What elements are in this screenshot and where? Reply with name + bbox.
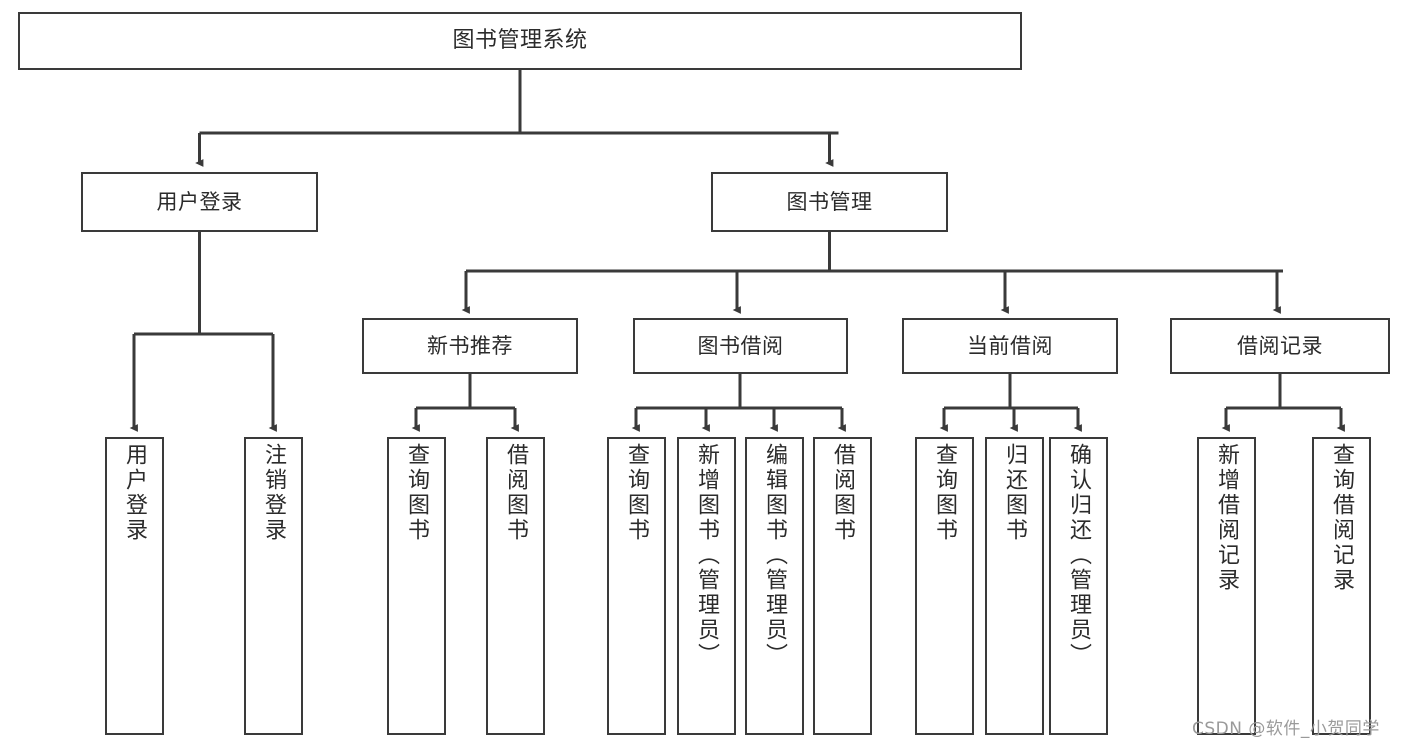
node-leaf-add-record-label: 新增借阅记录: [1214, 443, 1240, 593]
node-leaf-query-book-3[interactable]: 查询图书: [915, 437, 974, 735]
node-leaf-borrow-book-1-label: 借阅图书: [503, 443, 529, 543]
node-leaf-borrow-book-2[interactable]: 借阅图书: [813, 437, 872, 735]
node-leaf-edit-book[interactable]: 编辑图书（管理员）: [745, 437, 804, 735]
node-new-book-rec-label: 新书推荐: [427, 333, 513, 358]
node-root-system[interactable]: 图书管理系统: [18, 12, 1022, 70]
node-leaf-user-login[interactable]: 用户登录: [105, 437, 164, 735]
node-book-borrow-label: 图书借阅: [697, 333, 784, 358]
node-root-system-label: 图书管理系统: [452, 28, 588, 54]
node-leaf-user-login-label: 用户登录: [122, 443, 148, 543]
node-leaf-borrow-book-2-label: 借阅图书: [830, 443, 856, 543]
node-book-manage-label: 图书管理: [786, 189, 873, 214]
node-leaf-query-book-2[interactable]: 查询图书: [607, 437, 666, 735]
node-leaf-query-record[interactable]: 查询借阅记录: [1312, 437, 1371, 735]
node-leaf-add-book[interactable]: 新增图书（管理员）: [677, 437, 736, 735]
node-leaf-confirm-return-label: 确认归还（管理员）: [1066, 443, 1092, 668]
node-book-borrow[interactable]: 图书借阅: [633, 318, 848, 374]
node-borrow-record[interactable]: 借阅记录: [1170, 318, 1390, 374]
node-user-login-label: 用户登录: [156, 189, 243, 214]
node-leaf-query-book-1[interactable]: 查询图书: [387, 437, 446, 735]
node-leaf-confirm-return[interactable]: 确认归还（管理员）: [1049, 437, 1108, 735]
csdn-watermark: CSDN @软件_小贺同学: [1192, 719, 1380, 739]
node-leaf-add-book-label: 新增图书（管理员）: [694, 443, 720, 668]
node-new-book-rec[interactable]: 新书推荐: [362, 318, 578, 374]
node-leaf-edit-book-label: 编辑图书（管理员）: [762, 443, 788, 668]
node-leaf-return-book-label: 归还图书: [1002, 443, 1028, 543]
node-leaf-user-logout-label: 注销登录: [261, 443, 287, 543]
node-leaf-borrow-book-1[interactable]: 借阅图书: [486, 437, 545, 735]
node-current-borrow-label: 当前借阅: [967, 333, 1053, 358]
node-leaf-query-book-2-label: 查询图书: [624, 443, 650, 543]
node-user-login[interactable]: 用户登录: [81, 172, 318, 232]
node-borrow-record-label: 借阅记录: [1237, 333, 1323, 358]
node-book-manage[interactable]: 图书管理: [711, 172, 948, 232]
node-leaf-return-book[interactable]: 归还图书: [985, 437, 1044, 735]
node-leaf-query-book-3-label: 查询图书: [932, 443, 958, 543]
node-leaf-add-record[interactable]: 新增借阅记录: [1197, 437, 1256, 735]
node-leaf-query-book-1-label: 查询图书: [404, 443, 430, 543]
node-leaf-query-record-label: 查询借阅记录: [1329, 443, 1355, 593]
node-current-borrow[interactable]: 当前借阅: [902, 318, 1118, 374]
node-leaf-user-logout[interactable]: 注销登录: [244, 437, 303, 735]
